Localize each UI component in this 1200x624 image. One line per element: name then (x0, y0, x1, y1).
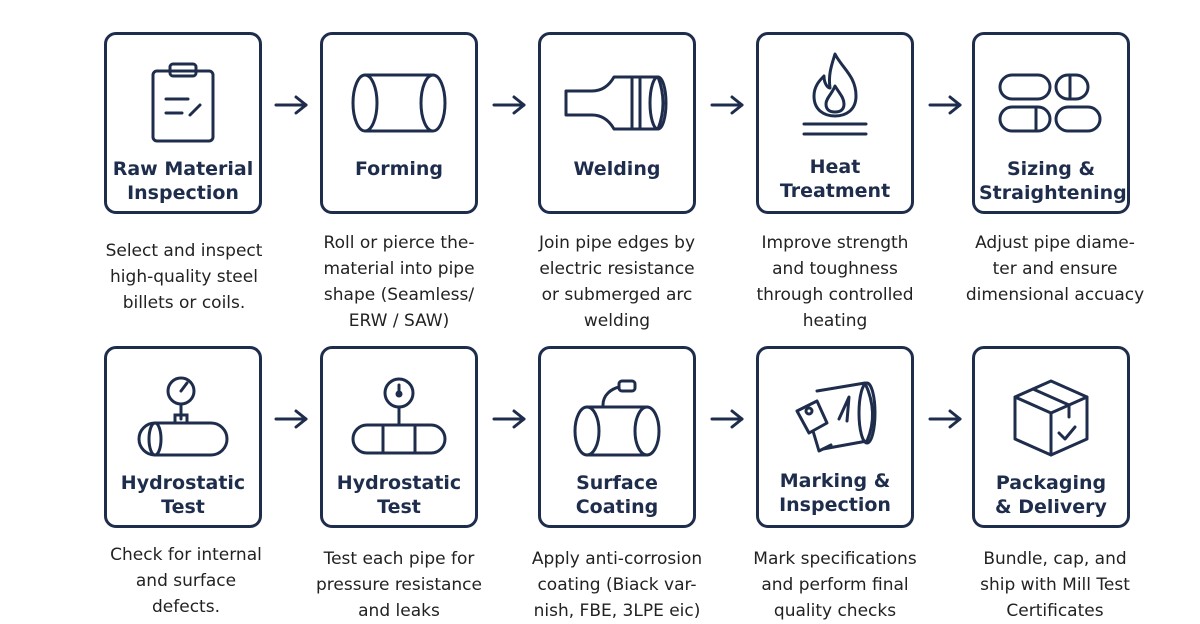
step-description: Bundle, cap, and ship with Mill Test Cer… (980, 549, 1130, 621)
marking-tag-icon (759, 367, 911, 467)
step-title: Packaging & Delivery (995, 472, 1107, 518)
step-title: Marking & Inspection (779, 470, 891, 516)
arrow-right-icon (928, 95, 962, 115)
arrow-right-icon (274, 409, 308, 429)
flame-icon (759, 45, 911, 145)
step-description: Mark specifications and perform final qu… (753, 549, 917, 621)
step-card-welding: Welding (538, 32, 696, 214)
arrow-right-icon (492, 409, 526, 429)
arrow-right-icon (274, 95, 308, 115)
step-description: Check for internal and surface defects. (110, 545, 262, 617)
step-description: Join pipe edges by electric resistance o… (538, 233, 696, 331)
step-description: Roll or pierce the- material into pipe s… (323, 233, 475, 331)
step-title: Hydrostatic Test (120, 472, 246, 518)
step-card-raw-material-inspection: Raw Material Inspection (104, 32, 262, 214)
step-description: Test each pipe for pressure resistance a… (315, 549, 482, 621)
step-title: Surface Coating (575, 472, 659, 518)
step-description: Improve strength and toughness through c… (756, 233, 914, 331)
step-title: Sizing & Straightening (979, 158, 1127, 204)
arrow-right-icon (492, 95, 526, 115)
step-card-hydrostatic-test-2: Hydrostatic Test (320, 346, 478, 528)
step-card-forming: Forming (320, 32, 478, 214)
step-title: Forming (354, 158, 444, 180)
welded-pipe-icon (541, 53, 693, 153)
step-card-surface-coating: Surface Coating (538, 346, 696, 528)
package-box-icon (975, 367, 1127, 467)
step-title: Hydrostatic Test (336, 472, 462, 518)
pressure-gauge-pipe-icon (107, 367, 259, 467)
step-card-sizing-straightening: Sizing & Straightening (972, 32, 1130, 214)
step-card-hydrostatic-test: Hydrostatic Test (104, 346, 262, 528)
clipboard-icon (107, 53, 259, 153)
step-title: Raw Material Inspection (112, 158, 254, 204)
arrow-right-icon (928, 409, 962, 429)
step-description: Apply anti-corrosion coating (Biack var-… (531, 549, 703, 621)
step-title: Heat Treatment (779, 156, 891, 202)
step-card-heat-treatment: Heat Treatment (756, 32, 914, 214)
coating-pipe-icon (541, 367, 693, 467)
step-card-marking-inspection: Marking & Inspection (756, 346, 914, 528)
step-description: Select and inspect high-quality steel bi… (105, 241, 263, 313)
arrow-right-icon (710, 409, 744, 429)
arrow-right-icon (710, 95, 744, 115)
gauge-on-pipes-icon (323, 367, 475, 467)
step-card-packaging-delivery: Packaging & Delivery (972, 346, 1130, 528)
pipes-stack-icon (975, 53, 1127, 153)
step-description: Adjust pipe diame- ter and ensure dimens… (965, 233, 1145, 305)
pipe-icon (323, 53, 475, 153)
step-title: Welding (573, 158, 661, 180)
